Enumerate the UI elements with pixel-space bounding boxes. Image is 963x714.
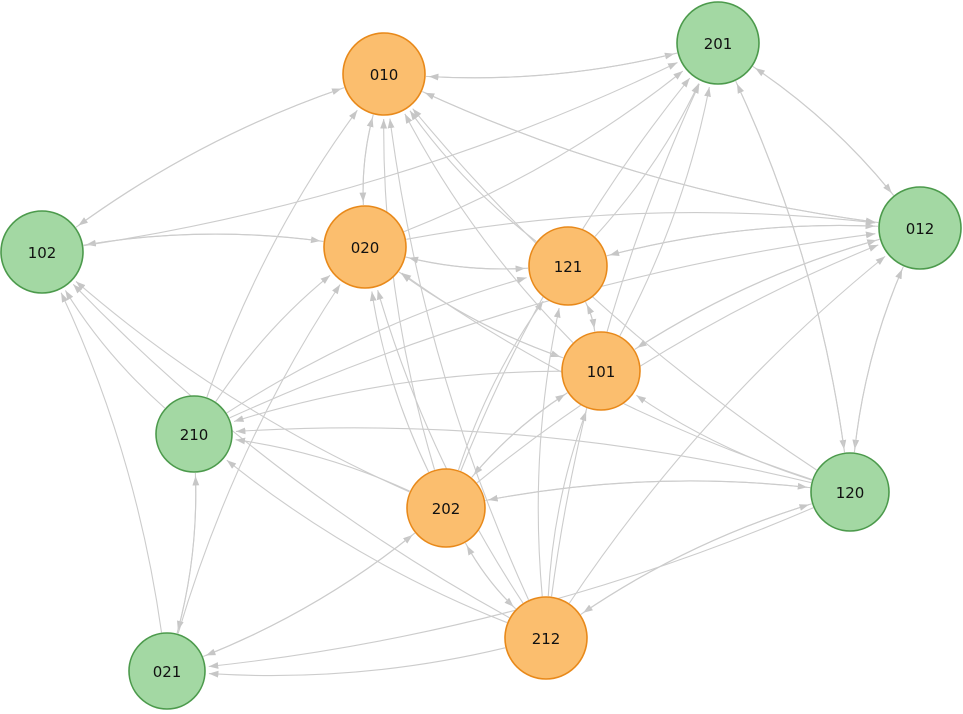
node-circle[interactable] — [561, 331, 641, 411]
node-circle[interactable] — [528, 226, 608, 306]
edge-layer — [60, 52, 904, 678]
graph-edge — [488, 480, 811, 502]
graph-edge — [78, 87, 345, 226]
graph-edge — [359, 114, 374, 203]
graph-edge — [752, 66, 893, 194]
graph-edge — [424, 92, 879, 224]
graph-node-201[interactable]: 201 — [676, 1, 760, 85]
graph-edge — [428, 52, 678, 81]
node-circle[interactable] — [0, 210, 84, 294]
graph-node-121[interactable]: 121 — [528, 226, 608, 306]
graph-edge — [594, 83, 700, 237]
graph-edge — [72, 283, 510, 619]
graph-edge — [75, 281, 410, 493]
graph-edge — [537, 307, 561, 597]
graph-edge — [215, 274, 331, 402]
graph-edge — [408, 256, 529, 270]
graph-edge — [233, 370, 562, 423]
graph-edge — [586, 304, 596, 332]
graph-edge — [636, 238, 880, 349]
graph-edge — [606, 222, 876, 257]
graph-edge — [409, 110, 537, 242]
graph-edge — [377, 290, 524, 604]
graph-edge — [226, 459, 508, 624]
graph-edge — [75, 88, 342, 228]
graph-edge — [60, 292, 163, 633]
graph-edge — [64, 290, 166, 409]
graph-edge — [205, 532, 416, 656]
graph-edge — [476, 244, 879, 484]
graph-edge — [466, 545, 517, 610]
graph-edge — [235, 427, 812, 484]
graph-edge — [619, 87, 711, 336]
graph-node-120[interactable]: 120 — [810, 452, 890, 532]
graph-edge — [380, 118, 436, 470]
node-circle[interactable] — [878, 186, 962, 270]
graph-edge — [406, 211, 876, 240]
graph-edge — [736, 83, 846, 453]
graph-edge — [176, 475, 200, 634]
graph-edge — [755, 67, 895, 196]
graph-edge — [203, 534, 413, 658]
node-circle[interactable] — [128, 632, 206, 710]
graph-node-010[interactable]: 010 — [342, 32, 426, 116]
node-circle[interactable] — [155, 395, 233, 473]
graph-edge — [609, 224, 879, 256]
node-circle[interactable] — [342, 32, 426, 116]
graph-edge — [580, 504, 810, 615]
graph-edge — [582, 503, 812, 614]
graph-node-210[interactable]: 210 — [155, 395, 233, 473]
graph-edge — [226, 276, 527, 414]
graph-edge — [404, 113, 574, 343]
node-circle[interactable] — [406, 468, 486, 548]
graph-edge — [547, 411, 587, 597]
graph-edge — [568, 255, 886, 604]
graph-node-012[interactable]: 012 — [878, 186, 962, 270]
graph-node-021[interactable]: 021 — [128, 632, 206, 710]
graph-edge — [206, 109, 358, 398]
node-circle[interactable] — [810, 452, 890, 532]
node-circle[interactable] — [504, 596, 588, 680]
graph-edge — [83, 62, 678, 247]
graph-edge — [235, 437, 410, 492]
graph-edge — [473, 392, 568, 476]
graph-edge — [471, 393, 566, 478]
graph-edge — [400, 273, 564, 359]
node-circle[interactable] — [676, 1, 760, 85]
graph-edge — [403, 70, 684, 233]
graph-edge — [735, 80, 847, 450]
node-circle[interactable] — [323, 205, 407, 289]
graph-edge — [387, 118, 530, 601]
graph-node-101[interactable]: 101 — [561, 331, 641, 411]
graph-edge — [208, 647, 506, 678]
graph-edge — [636, 394, 812, 481]
graph-edge — [177, 284, 341, 634]
graph-edge — [229, 231, 876, 419]
graph-edge — [852, 266, 904, 450]
graph-edge — [412, 108, 817, 471]
graph-node-212[interactable]: 212 — [504, 596, 588, 680]
graph-node-202[interactable]: 202 — [406, 468, 486, 548]
graph-node-102[interactable]: 102 — [0, 210, 84, 294]
graph-node-020[interactable]: 020 — [323, 205, 407, 289]
graph-edge — [369, 291, 430, 473]
graph-edge — [853, 269, 903, 453]
